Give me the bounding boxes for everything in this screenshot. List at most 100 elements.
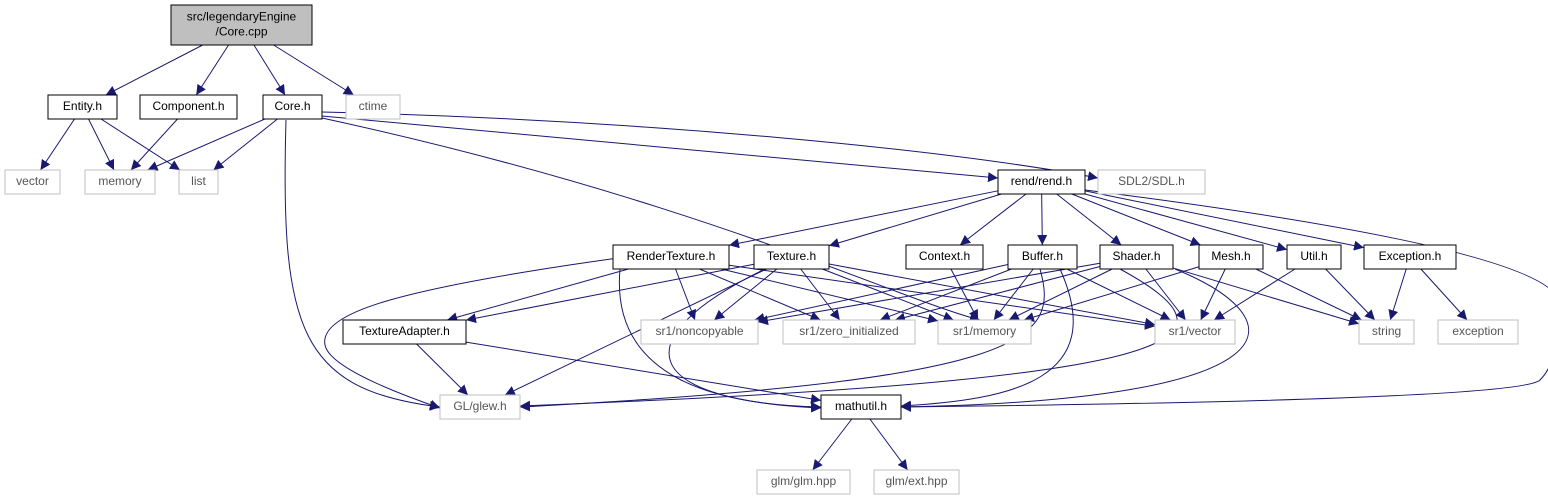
edge-rendertexture_h-to-sr1_noncopyable xyxy=(675,268,697,321)
node-texture-h[interactable]: Texture.h xyxy=(753,244,830,270)
node-rendertexture-h[interactable]: RenderTexture.h xyxy=(612,244,730,270)
edge-rendertexture_h-to-sr1_memory xyxy=(721,268,939,324)
edge-buffer_h-to-sr1_noncopyable xyxy=(754,264,1009,323)
edge-rend_h-to-util_h xyxy=(1084,193,1288,252)
edges-layer xyxy=(40,44,1548,471)
node-label: Entity.h xyxy=(63,99,102,113)
node-box xyxy=(47,94,118,120)
node-box xyxy=(873,469,960,495)
node-box xyxy=(1437,319,1519,345)
node-label: memory xyxy=(98,174,141,188)
edge-component_h-to-memory xyxy=(130,118,178,171)
node-entity-h[interactable]: Entity.h xyxy=(47,94,118,120)
edge-buffer_h-to-sr1_vector xyxy=(1066,268,1171,321)
node-label: Shader.h xyxy=(1112,249,1160,263)
node-label: Mesh.h xyxy=(1211,249,1250,263)
edge-buffer_h-to-gl_glew_h xyxy=(519,268,1045,412)
edge-mathutil_h-to-glm_ext_hpp xyxy=(869,418,909,471)
edge-entity_h-to-memory xyxy=(88,118,115,171)
edge-core_cpp-to-component_h xyxy=(195,44,229,96)
node-label: Component.h xyxy=(152,99,224,113)
node-label: src/legendaryEngine xyxy=(187,10,297,24)
edge-core_cpp-to-entity_h xyxy=(105,44,203,96)
node-label: GL/glew.h xyxy=(453,399,506,413)
node-exception: exception xyxy=(1437,319,1519,345)
edge-rend_h-to-context_h xyxy=(959,193,1027,246)
edge-rend_h-to-shader_h xyxy=(1056,193,1122,246)
node-box xyxy=(1358,319,1415,345)
node-label: Texture.h xyxy=(767,249,816,263)
node-label: string xyxy=(1372,324,1401,338)
edge-util_h-to-sr1_vector xyxy=(1213,268,1296,321)
node-box xyxy=(262,94,323,120)
node-label: mathutil.h xyxy=(835,399,887,413)
node-core-cpp[interactable]: src/legendaryEngine/Core.cpp xyxy=(170,4,313,46)
edge-texture_h-to-textureadapter_h xyxy=(465,263,755,324)
node-box xyxy=(612,244,730,270)
edge-shader_h-to-sr1_noncopyable xyxy=(757,262,1101,326)
edge-shader_h-to-string xyxy=(1172,267,1360,326)
node-sr1-noncopyable: sr1/noncopyable xyxy=(640,319,759,345)
edge-core_cpp-to-ctime xyxy=(273,44,355,96)
edge-core_h-to-sdl_h xyxy=(321,111,1099,182)
node-label: ctime xyxy=(359,99,388,113)
node-ctime: ctime xyxy=(345,94,401,120)
node-box xyxy=(1198,244,1264,270)
node-vector: vector xyxy=(4,169,61,195)
edge-shader_h-to-sr1_memory xyxy=(1008,268,1113,321)
edge-shader_h-to-sr1_vector xyxy=(1145,268,1187,321)
node-label: RenderTexture.h xyxy=(627,249,716,263)
node-box xyxy=(342,319,467,345)
node-list: list xyxy=(178,169,219,195)
node-mesh-h[interactable]: Mesh.h xyxy=(1198,244,1264,270)
node-box xyxy=(905,244,984,270)
node-context-h[interactable]: Context.h xyxy=(905,244,984,270)
edge-exception_h-to-exception xyxy=(1420,268,1468,321)
node-box xyxy=(782,319,916,345)
node-memory: memory xyxy=(84,169,156,195)
edge-rend_h-to-mathutil_h xyxy=(900,189,1548,412)
edge-texture_h-to-mathutil_h xyxy=(668,268,822,413)
edge-util_h-to-string xyxy=(1325,268,1376,321)
node-box xyxy=(756,469,851,495)
node-box xyxy=(170,4,313,46)
node-label: glm/glm.hpp xyxy=(771,474,837,488)
edge-core_h-to-memory xyxy=(147,118,266,171)
node-mathutil-h[interactable]: mathutil.h xyxy=(820,394,902,420)
node-label: sr1/noncopyable xyxy=(655,324,743,338)
node-box xyxy=(345,94,401,120)
edge-context_h-to-sr1_memory xyxy=(950,268,979,321)
node-glm-ext-hpp: glm/ext.hpp xyxy=(873,469,960,495)
node-box xyxy=(937,319,1032,345)
node-box xyxy=(1007,244,1078,270)
node-label: rend/rend.h xyxy=(1011,174,1072,188)
node-exception-h[interactable]: Exception.h xyxy=(1363,244,1457,270)
edge-texture_h-to-gl_glew_h xyxy=(504,268,767,396)
node-util-h[interactable]: Util.h xyxy=(1286,244,1342,270)
node-core-h[interactable]: Core.h xyxy=(262,94,323,120)
node-sr1-memory: sr1/memory xyxy=(937,319,1032,345)
node-label: Context.h xyxy=(919,249,970,263)
node-label: list xyxy=(191,174,206,188)
edge-textureadapter_h-to-gl_glew_h xyxy=(416,343,469,396)
node-sdl-h: SDL2/SDL.h xyxy=(1097,169,1206,195)
edge-exception_h-to-string xyxy=(1388,268,1407,321)
node-shader-h[interactable]: Shader.h xyxy=(1099,244,1174,270)
node-component-h[interactable]: Component.h xyxy=(139,94,238,120)
node-rend-h[interactable]: rend/rend.h xyxy=(997,169,1086,195)
node-box xyxy=(997,169,1086,195)
edge-entity_h-to-vector xyxy=(40,118,75,171)
edge-core_cpp-to-core_h xyxy=(253,44,286,96)
node-string: string xyxy=(1358,319,1415,345)
node-textureadapter-h[interactable]: TextureAdapter.h xyxy=(342,319,467,345)
edge-textureadapter_h-to-mathutil_h xyxy=(465,341,822,404)
edge-buffer_h-to-sr1_memory xyxy=(993,268,1034,321)
edge-mesh_h-to-sr1_vector xyxy=(1200,268,1226,321)
node-label: vector xyxy=(16,174,49,188)
node-label: Util.h xyxy=(1300,249,1327,263)
node-buffer-h[interactable]: Buffer.h xyxy=(1007,244,1078,270)
edge-buffer_h-to-sr1_zero_initialized xyxy=(879,268,1012,322)
node-box xyxy=(178,169,219,195)
edge-core_h-to-rend_h xyxy=(321,115,999,183)
